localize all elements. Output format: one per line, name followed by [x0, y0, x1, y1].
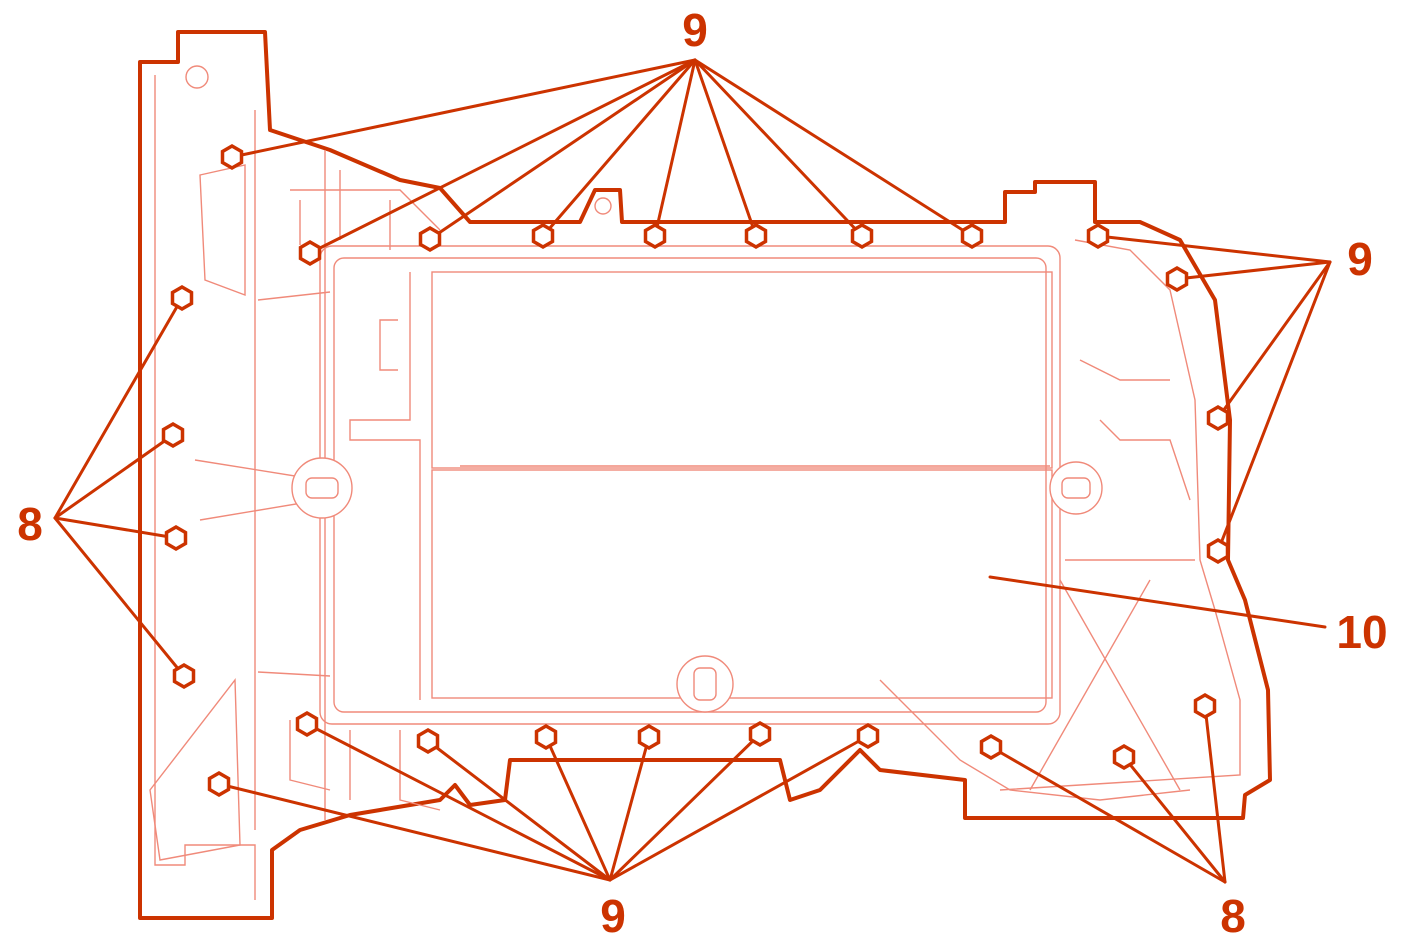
callout-8-left: 8	[17, 498, 43, 550]
leaders-bottom-9	[217, 722, 870, 882]
leaders-right-9	[1096, 234, 1332, 553]
pan-left-tab	[379, 319, 398, 371]
callout-10-pan: 10	[1336, 606, 1387, 658]
top-left-boss	[185, 65, 209, 89]
right-center-boss-slot	[1061, 477, 1091, 499]
top-left-ribs	[290, 170, 441, 250]
leaders-top-9	[230, 58, 974, 255]
bolt-hex-15	[416, 727, 440, 755]
bottom-left-ribs	[289, 720, 441, 811]
bottom-center-boss-slot	[693, 667, 717, 701]
bolt-group	[161, 143, 1230, 798]
bolt-hex-16	[534, 723, 558, 751]
bolt-hex-5	[643, 222, 667, 250]
left-flange-lower-pocket	[149, 678, 241, 861]
bolt-hex-9	[1086, 222, 1110, 250]
bolt-hex-24	[979, 733, 1003, 761]
pan-window-lower	[431, 469, 1053, 699]
bottom-right-channel	[879, 679, 1191, 801]
bolt-hex-25	[1112, 743, 1136, 771]
callout-9-top: 9	[682, 4, 708, 56]
left-flange-upper-pocket	[199, 164, 246, 297]
oil-pan-outer-outline	[138, 30, 1272, 920]
bolt-hex-19	[856, 722, 880, 750]
bolt-hex-17	[637, 723, 661, 751]
callout-8-bottom-right: 8	[1220, 890, 1246, 942]
bolt-hex-26	[1193, 692, 1217, 720]
pan-flange-inner	[333, 257, 1047, 713]
bolt-hex-20	[170, 284, 194, 312]
bolt-hex-11	[1206, 404, 1230, 432]
right-pocket	[1079, 359, 1191, 501]
bolt-hex-8	[960, 222, 984, 250]
callout-9-bottom: 9	[600, 890, 626, 942]
bolt-hex-1	[220, 143, 244, 171]
bolt-hex-10	[1165, 265, 1189, 293]
bolt-hex-23	[172, 662, 196, 690]
leaders-left-8	[53, 296, 186, 678]
left-rib-top	[257, 291, 331, 677]
pan-window-upper	[431, 271, 1053, 469]
left-center-boss-slot	[305, 477, 339, 499]
leader-pan-10	[988, 575, 1327, 629]
bolt-hex-21	[161, 421, 185, 449]
bolt-hex-14	[295, 710, 319, 738]
left-flange-inner-line	[154, 75, 256, 900]
bolt-hex-18	[748, 720, 772, 748]
leaders-bottom-right-8	[989, 704, 1227, 884]
right-cross-brace	[1029, 559, 1195, 791]
bolt-hex-22	[164, 524, 188, 552]
bolt-hex-13	[207, 770, 231, 798]
bolt-hex-7	[850, 222, 874, 250]
callout-9-right: 9	[1347, 233, 1373, 285]
bolt-hex-4	[531, 222, 555, 250]
pan-left-channel	[349, 272, 421, 700]
bolt-hex-3	[418, 225, 442, 253]
pan-flange-outer	[319, 245, 1061, 725]
right-inner-contour	[999, 239, 1241, 791]
bolt-hex-12	[1206, 537, 1230, 565]
bolt-hex-2	[298, 239, 322, 267]
top-lug-hole	[594, 197, 612, 215]
bolt-hex-6	[744, 222, 768, 250]
